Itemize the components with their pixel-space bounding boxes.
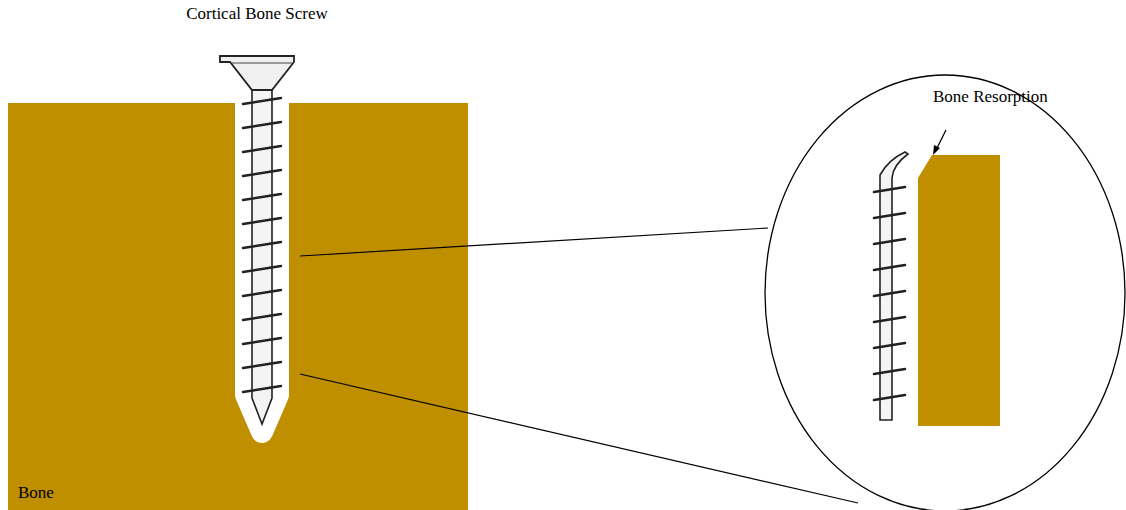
screw-shank	[252, 88, 272, 424]
magnifier-region: Bone Resorption	[765, 75, 1125, 510]
magnified-screw	[880, 152, 908, 420]
thread-stroke	[874, 265, 905, 270]
thread-stroke	[243, 194, 281, 200]
thread-stroke	[874, 213, 905, 218]
thread-stroke	[243, 122, 281, 128]
region-label: Bone	[18, 483, 54, 503]
magnified-bone	[918, 155, 1000, 426]
magnifier-circle	[765, 75, 1125, 510]
thread-stroke	[874, 187, 905, 192]
arrowhead	[933, 145, 940, 155]
zoom-line	[300, 228, 768, 256]
thread-stroke	[874, 343, 905, 348]
screw-threads	[243, 98, 281, 392]
thread-stroke	[243, 242, 281, 248]
thread-stroke	[243, 338, 281, 344]
thread-stroke	[874, 369, 905, 374]
bone-region: Bone	[8, 103, 468, 510]
callout-label: Bone Resorption	[933, 87, 1048, 107]
thread-stroke	[243, 386, 281, 392]
thread-stroke	[243, 266, 281, 272]
thread-stroke	[874, 239, 905, 244]
thread-stroke	[243, 362, 281, 368]
thread-stroke	[243, 146, 281, 152]
thread-stroke	[243, 170, 281, 176]
thread-stroke	[874, 317, 905, 322]
thread-stroke	[874, 291, 905, 296]
thread-stroke	[243, 314, 281, 320]
zoom-line	[300, 374, 858, 503]
magnified-threads	[874, 187, 905, 400]
thread-stroke	[243, 290, 281, 296]
thread-stroke	[243, 98, 281, 104]
thread-stroke	[874, 395, 905, 400]
screw-head	[220, 56, 294, 90]
screw-head-rim	[232, 63, 292, 64]
title-label: Cortical Bone Screw	[186, 4, 328, 24]
thread-stroke	[243, 218, 281, 224]
